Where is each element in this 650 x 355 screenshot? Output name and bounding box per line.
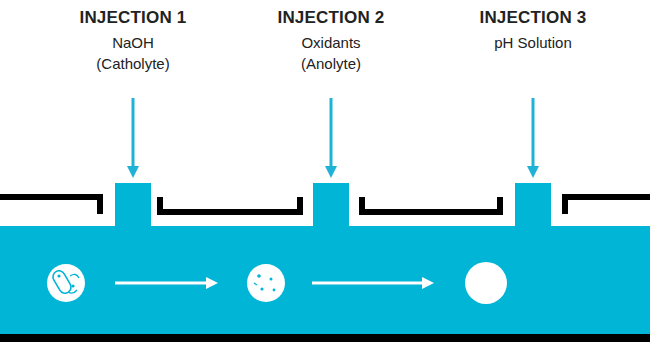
injection-arrow — [132, 98, 135, 172]
flow-arrow — [115, 282, 212, 285]
channel-floor — [0, 334, 650, 342]
flow-arrow — [312, 282, 428, 285]
reagent-name: Oxidants — [241, 34, 421, 51]
injection-title: INJECTION 1 — [43, 8, 223, 28]
injection-arrow — [330, 98, 333, 172]
channel-wall — [0, 197, 650, 214]
intact-bacterium — [47, 264, 85, 302]
lysed-cell — [247, 264, 285, 302]
port-tube — [313, 183, 349, 229]
reagent-role: (Anolyte) — [241, 55, 421, 72]
injection-title: INJECTION 3 — [443, 8, 623, 28]
channel-band — [0, 226, 650, 334]
port-tube — [515, 183, 551, 229]
reagent-name: pH Solution — [443, 34, 623, 51]
neutralized-particle — [465, 262, 507, 304]
injection-arrow — [532, 98, 535, 172]
reagent-role: (Catholyte) — [43, 55, 223, 72]
reagent-name: NaOH — [43, 34, 223, 51]
port-tube — [115, 183, 151, 229]
injection-title: INJECTION 2 — [241, 8, 421, 28]
